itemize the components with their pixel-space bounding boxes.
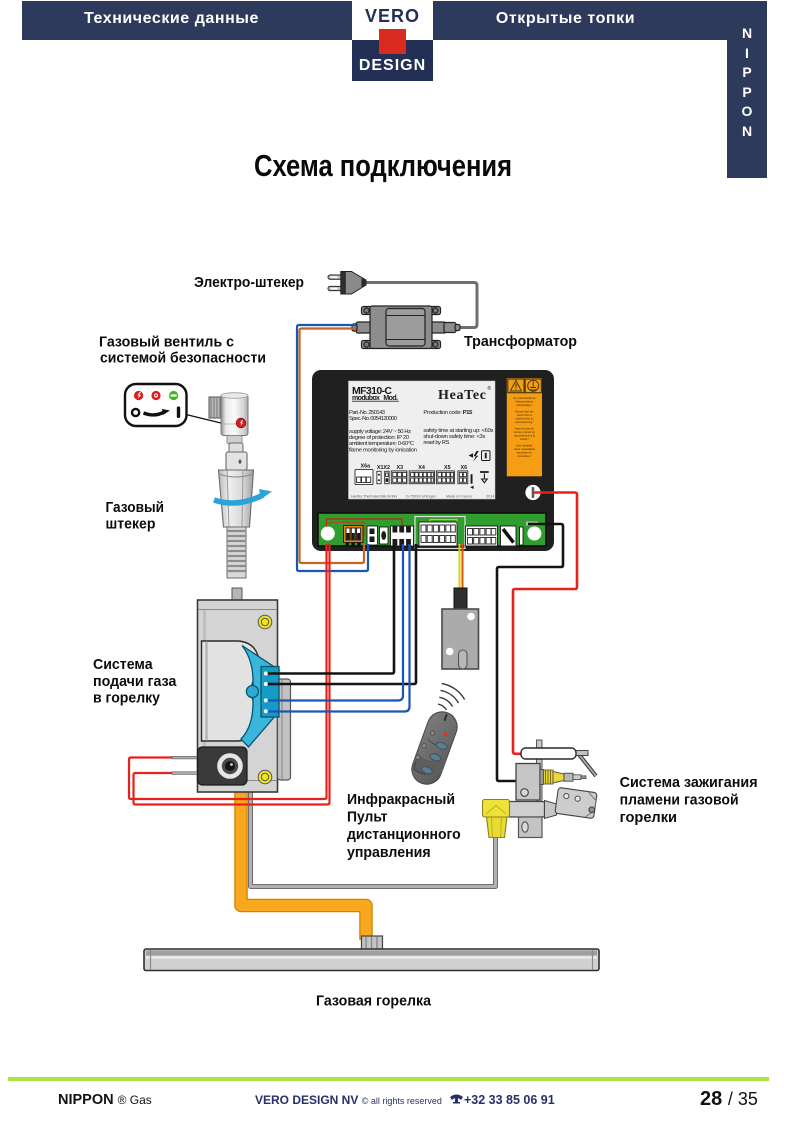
svg-text:подачи газа: подачи газа [93,673,177,690]
svg-text:X6a: X6a [361,464,372,470]
svg-text:name massakabel: name massakabel [514,447,535,451]
svg-text:MF310-C: MF310-C [352,385,392,397]
svg-text:Газовая горелка: Газовая горелка [316,993,432,1010]
svg-text:Трансформатор: Трансформатор [464,333,577,350]
svg-text:controleren !: controleren ! [517,454,532,458]
svg-text:X4: X4 [418,465,425,471]
svg-text:modubox Mod.: modubox Mod. [352,395,398,402]
svg-text:Spec.-No. 0054120000: Spec.-No. 0054120000 [349,416,397,422]
svg-text:горелки: горелки [620,809,677,826]
svg-text:earthed prior to: earthed prior to [516,416,534,420]
svg-text:HeaTec Thermotechnik GmbH: HeaTec Thermotechnik GmbH [351,495,397,499]
svg-text:control box is: control box is [517,413,533,417]
svg-text:Система: Система [93,656,153,673]
svg-text:HeaTec: HeaTec [438,388,486,403]
svg-text:supply voltage: 24V ~ 50 Hz: supply voltage: 24V ~ 50 Hz [349,429,411,435]
svg-text:X3: X3 [397,465,404,471]
svg-text:штекер: штекер [106,516,156,533]
svg-text:Avant la mise en: Avant la mise en [515,427,535,431]
svg-text:в горелку: в горелку [93,690,161,707]
svg-text:Made in France: Made in France [446,495,472,499]
svg-text:Электро-штекер: Электро-штекер [194,274,304,291]
svg-text:системой безопасности: системой безопасности [100,350,266,367]
svg-text:X5: X5 [444,465,451,471]
svg-text:Part.-No. 250143: Part.-No. 250143 [349,410,385,416]
svg-text:Vor Inbetriebnahme: Vor Inbetriebnahme [513,396,536,400]
svg-text:Ensure that this: Ensure that this [515,410,534,414]
svg-text:дистанционного: дистанционного [347,826,461,843]
svg-text:D-75999 Uhingen: D-75999 Uhingen [406,495,436,499]
svg-text:safety time at starting up: <6: safety time at starting up: <60s [423,428,493,434]
svg-text:flame monitoring by ionisation: flame monitoring by ionisation [349,447,417,453]
svg-text:X2: X2 [383,465,390,471]
svg-text:aansluiten en: aansluiten en [517,450,533,454]
svg-text:управления: управления [347,844,431,861]
svg-text:пламени газовой: пламени газовой [620,792,739,809]
svg-text:ambient temperature: 0-60°C: ambient temperature: 0-60°C [349,441,414,447]
svg-text:2014: 2014 [486,495,494,499]
svg-text:Production code: P15: Production code: P15 [423,410,473,416]
svg-text:raccordement à la: raccordement à la [514,433,535,437]
svg-text:sicherstellen !: sicherstellen ! [516,403,532,407]
svg-text:reset by RS: reset by RS [423,440,449,446]
svg-text:Газовый: Газовый [106,499,165,516]
svg-text:Система зажигания: Система зажигания [620,774,758,791]
svg-text:X1: X1 [377,465,384,471]
svg-text:service, prévoir un: service, prévoir un [514,430,536,434]
svg-text:degree of protection: IP 20: degree of protection: IP 20 [349,435,409,441]
svg-text:Massanschluss: Massanschluss [516,399,534,403]
svg-text:Газовый вентиль с: Газовый вентиль с [99,334,234,351]
svg-text:shut-down safety time: <3s: shut-down safety time: <3s [423,434,485,440]
svg-text:Voor inbedrijfs-: Voor inbedrijfs- [516,444,533,448]
svg-text:®: ® [488,385,492,392]
svg-text:Пульт: Пульт [347,809,388,826]
svg-text:X6: X6 [461,465,468,471]
svg-text:Схема подключения: Схема подключения [254,148,512,183]
svg-text:Инфракрасный: Инфракрасный [347,791,455,808]
svg-text:commissioning !: commissioning ! [515,420,534,424]
svg-text:masse !: masse ! [520,437,529,441]
